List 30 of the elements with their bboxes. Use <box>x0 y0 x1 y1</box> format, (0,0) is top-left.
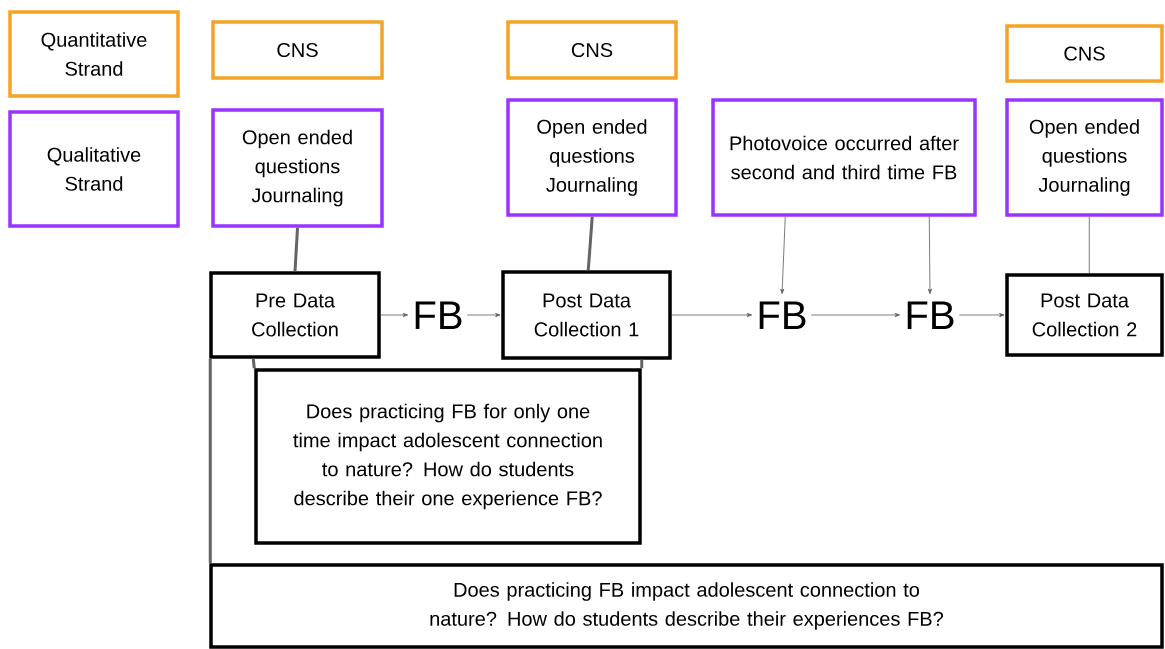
arrow <box>671 313 752 317</box>
strand-box: Photovoice occurred after second and third time FB <box>711 98 977 217</box>
strand-box: Open ended questions Journaling <box>506 98 678 217</box>
strand-box: Open ended questions Journaling <box>1005 98 1164 217</box>
arrow <box>466 313 501 317</box>
connector-line <box>1088 216 1090 274</box>
arrow <box>958 313 1005 317</box>
stage-box: Post Data Collection 2 <box>1005 273 1164 357</box>
strand-box: CNS <box>1005 24 1164 83</box>
strand-box: CNS <box>506 20 678 80</box>
connector-line <box>208 358 212 564</box>
connector-line <box>640 359 644 369</box>
strand-box: Qualitative Strand <box>8 110 180 228</box>
connector-line <box>293 227 299 272</box>
strand-box: Open ended questions Journaling <box>211 108 384 228</box>
strand-box: Quantitative Strand <box>8 10 180 98</box>
arrow <box>927 216 932 294</box>
stage-box: Pre Data Collection <box>209 271 381 359</box>
question-box: Does practicing FB impact adolescent connection to nature? How do students describe their experiences FB? <box>209 563 1164 649</box>
question-box: Does practicing FB for only one time impact adolescent connection to nature? How do students describe their one experience FB? <box>254 368 642 545</box>
strand-box: CNS <box>211 20 384 80</box>
connector-line <box>251 358 256 369</box>
stage-label: FB <box>759 301 806 329</box>
arrow <box>780 216 786 294</box>
stage-label: FB <box>907 301 954 329</box>
arrow <box>380 313 408 317</box>
arrow <box>810 313 900 317</box>
stage-box: Post Data Collection 1 <box>501 270 672 360</box>
stage-label: FB <box>415 301 462 329</box>
connector-line <box>586 216 594 271</box>
